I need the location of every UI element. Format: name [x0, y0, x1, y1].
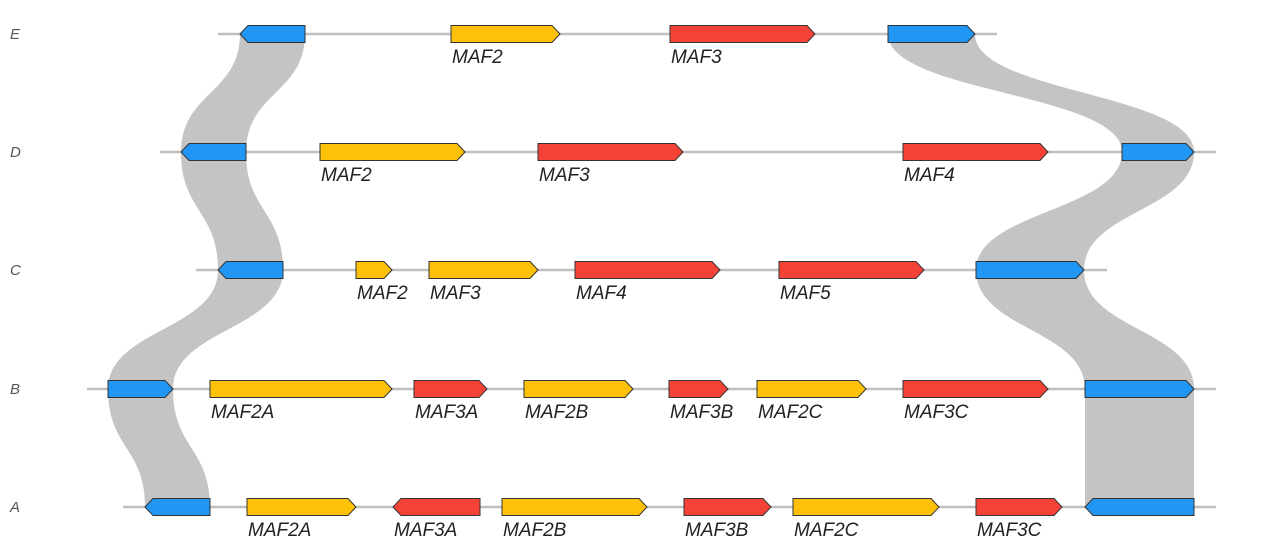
gene-label-maf2: MAF2 — [452, 47, 503, 68]
gene-arrow-maf4 — [902, 143, 1049, 161]
gene-label-maf2: MAF2 — [357, 283, 408, 304]
gene-arrow-maf3c — [975, 498, 1063, 516]
flank-gene-arrow — [975, 261, 1085, 279]
ribbon-right-CB — [976, 270, 1194, 389]
gene-arrow-maf3a — [392, 498, 481, 516]
row-C: C MAF2 MAF3 MAF4 MAF5 — [10, 261, 1107, 304]
gene-label-maf3c: MAF3C — [977, 520, 1042, 541]
ribbon-left-BA — [108, 389, 210, 507]
gene-arrow-maf2b — [501, 498, 648, 516]
gene-arrow-maf2a — [209, 380, 393, 398]
gene-arrow-maf2b — [523, 380, 634, 398]
ribbon-left-ED — [181, 34, 305, 152]
row-E: E MAF2 MAF3 — [10, 25, 997, 68]
gene-label-maf3b: MAF3B — [685, 520, 749, 541]
row-B: B MAF2A MAF3A MAF2B MAF3B MAF2C MAF3C — [10, 380, 1216, 423]
gene-label-maf3: MAF3 — [671, 47, 722, 68]
ribbon-left-DC — [181, 152, 283, 270]
ribbon-layer — [108, 34, 1194, 507]
row-label: B — [10, 381, 20, 398]
gene-arrow-maf2a — [246, 498, 357, 516]
gene-arrow-maf4 — [574, 261, 721, 279]
gene-label-maf3a: MAF3A — [394, 520, 457, 541]
gene-arrow-maf3 — [669, 25, 816, 43]
gene-label-maf2c: MAF2C — [794, 520, 859, 541]
gene-arrow-maf2c — [756, 380, 867, 398]
gene-label-maf2b: MAF2B — [503, 520, 567, 541]
row-D: D MAF2 MAF3 MAF4 — [10, 143, 1216, 186]
gene-arrow-maf3b — [668, 380, 729, 398]
ribbon-right-BA — [1085, 389, 1194, 507]
gene-label-maf2a: MAF2A — [248, 520, 311, 541]
row-label: C — [10, 262, 21, 279]
ribbon-left-CB — [108, 270, 283, 389]
gene-arrow-maf3a — [413, 380, 488, 398]
gene-arrow-maf3c — [902, 380, 1049, 398]
flank-gene-arrow — [217, 261, 284, 279]
gene-label-maf3: MAF3 — [539, 165, 590, 186]
gene-label-maf3: MAF3 — [430, 283, 481, 304]
gene-arrow-maf3b — [683, 498, 772, 516]
flank-gene-arrow — [107, 380, 174, 398]
gene-label-maf2b: MAF2B — [525, 402, 589, 423]
flank-gene-arrow — [887, 25, 976, 43]
gene-label-maf4: MAF4 — [904, 165, 955, 186]
gene-arrow-maf3 — [537, 143, 684, 161]
gene-arrow-maf3 — [428, 261, 539, 279]
gene-label-maf2c: MAF2C — [758, 402, 823, 423]
flank-gene-arrow — [180, 143, 247, 161]
ribbon-right-DC — [976, 152, 1194, 270]
gene-arrow-maf2 — [450, 25, 561, 43]
gene-arrow-maf2 — [319, 143, 466, 161]
gene-label-maf4: MAF4 — [576, 283, 627, 304]
gene-label-maf3c: MAF3C — [904, 402, 969, 423]
ribbon-right-ED — [888, 34, 1194, 152]
gene-arrow-maf2 — [355, 261, 393, 279]
row-label: E — [10, 26, 21, 43]
flank-gene-arrow — [1084, 498, 1195, 516]
row-A: A MAF2A MAF3A MAF2B MAF3B MAF2C MAF3C — [9, 498, 1216, 541]
flank-gene-arrow — [1084, 380, 1195, 398]
gene-label-maf2: MAF2 — [321, 165, 372, 186]
flank-gene-arrow — [1121, 143, 1195, 161]
gene-label-maf3b: MAF3B — [670, 402, 734, 423]
gene-arrow-maf2c — [792, 498, 940, 516]
flank-gene-arrow — [239, 25, 306, 43]
gene-label-maf3a: MAF3A — [415, 402, 478, 423]
gene-label-maf5: MAF5 — [780, 283, 831, 304]
gene-arrow-maf5 — [778, 261, 925, 279]
row-label: A — [9, 499, 20, 516]
gene-label-maf2a: MAF2A — [211, 402, 274, 423]
row-label: D — [10, 144, 21, 161]
flank-gene-arrow — [144, 498, 211, 516]
